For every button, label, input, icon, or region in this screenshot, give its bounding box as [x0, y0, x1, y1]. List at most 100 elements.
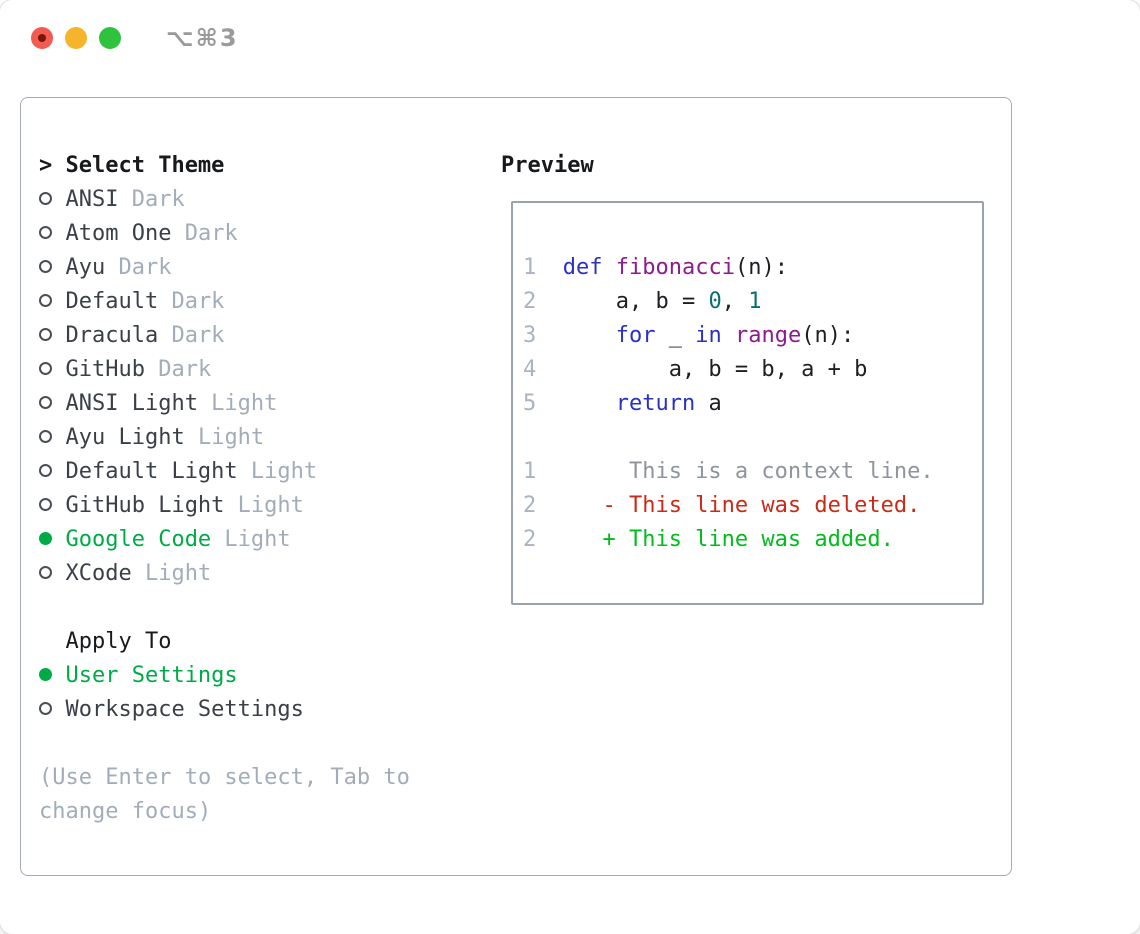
theme-option-ansi-variant: Dark	[118, 187, 185, 212]
code-segment-pln: a, b =	[562, 289, 709, 314]
titlebar: ⌥⌘3	[0, 0, 1140, 76]
theme-option-ayu[interactable]: Ayu Dark	[39, 251, 317, 285]
code-segment-pln: ,	[721, 289, 749, 314]
theme-option-ayu-light-label: Ayu Light	[65, 425, 185, 450]
theme-option-github-light-label: GitHub Light	[65, 493, 225, 518]
theme-option-dracula[interactable]: Dracula Dark	[39, 319, 317, 353]
theme-option-github-label: GitHub	[65, 357, 145, 382]
empty-circle-icon	[39, 498, 52, 511]
radio-icon	[39, 353, 65, 387]
code-segment-pln	[722, 323, 735, 348]
theme-option-xcode[interactable]: XCode Light	[39, 557, 317, 591]
code-segment-fn: range	[734, 323, 802, 348]
radio-icon	[39, 387, 65, 421]
filled-circle-icon	[39, 668, 52, 681]
empty-circle-icon	[39, 294, 52, 307]
blank-line	[523, 421, 982, 455]
code-line: 4 a, b = b, a + b	[523, 353, 982, 387]
line-number: 2	[523, 289, 537, 314]
select-theme-header: >Select Theme	[39, 149, 224, 183]
code-segment-kw: def	[562, 255, 603, 280]
apply-option-user-settings-label: User Settings	[65, 663, 238, 688]
empty-circle-icon	[39, 260, 52, 273]
apply-to-header: Apply To	[65, 629, 172, 654]
line-number: 5	[523, 391, 537, 416]
theme-option-default-variant: Dark	[158, 289, 225, 314]
theme-option-github[interactable]: GitHub Dark	[39, 353, 317, 387]
theme-option-google-code[interactable]: Google Code Light	[39, 523, 317, 557]
radio-icon	[39, 455, 65, 489]
radio-selected-icon	[39, 523, 65, 557]
close-button[interactable]	[31, 27, 53, 49]
prompt-caret-icon: >	[39, 153, 53, 178]
code-line: 2 a, b = 0, 1	[523, 285, 982, 319]
empty-circle-icon	[39, 396, 52, 409]
theme-option-dracula-variant: Dark	[158, 323, 225, 348]
apply-option-user-settings[interactable]: User Settings	[39, 659, 304, 693]
empty-circle-icon	[39, 328, 52, 341]
zoom-button[interactable]	[99, 27, 121, 49]
diff-line-deleted: 2 - This line was deleted.	[523, 489, 982, 523]
theme-option-ayu-label: Ayu	[65, 255, 106, 280]
empty-circle-icon	[39, 192, 52, 205]
code-segment-pln: a	[695, 391, 722, 416]
code-segment-kw: in	[695, 323, 722, 348]
empty-circle-icon	[39, 430, 52, 443]
apply-option-workspace-settings-label: Workspace Settings	[65, 697, 304, 722]
theme-option-ayu-light[interactable]: Ayu Light Light	[39, 421, 317, 455]
theme-option-default-light-label: Default Light	[65, 459, 238, 484]
radio-icon	[39, 183, 65, 217]
theme-option-ansi-light-variant: Light	[197, 391, 278, 416]
record-dot-icon	[38, 34, 46, 42]
code-segment-pln	[602, 255, 615, 280]
code-segment-ctx: This is a context line.	[562, 459, 934, 484]
theme-option-ayu-variant: Dark	[105, 255, 172, 280]
line-number: 1	[523, 255, 537, 280]
line-number: 2	[523, 493, 537, 518]
radio-icon	[39, 557, 65, 591]
minimize-button[interactable]	[65, 27, 87, 49]
theme-option-github-light[interactable]: GitHub Light Light	[39, 489, 317, 523]
theme-option-ansi[interactable]: ANSI Dark	[39, 183, 317, 217]
theme-option-github-variant: Dark	[144, 357, 212, 382]
code-segment-pln	[563, 391, 616, 416]
theme-option-ansi-light[interactable]: ANSI Light Light	[39, 387, 317, 421]
empty-circle-icon	[39, 226, 52, 239]
radio-icon	[39, 285, 65, 319]
diff-line-context: 1 This is a context line.	[523, 455, 982, 489]
window-title: ⌥⌘3	[166, 24, 239, 52]
theme-option-google-code-variant: Light	[211, 527, 291, 552]
theme-option-atom-one[interactable]: Atom One Dark	[39, 217, 317, 251]
preview-header: Preview	[501, 153, 594, 178]
line-number: 4	[523, 357, 537, 382]
empty-circle-icon	[39, 362, 52, 375]
code-segment-pln: (n):	[801, 323, 855, 348]
radio-icon	[39, 319, 65, 353]
radio-icon	[39, 489, 65, 523]
code-line: 5 return a	[523, 387, 982, 421]
line-number: 2	[523, 527, 537, 552]
theme-option-ayu-light-variant: Light	[184, 425, 265, 450]
apply-option-workspace-settings[interactable]: Workspace Settings	[39, 693, 304, 727]
theme-option-dracula-label: Dracula	[65, 323, 159, 348]
code-segment-del: - This line was deleted.	[562, 493, 921, 518]
theme-option-default-label: Default	[65, 289, 159, 314]
code-segment-pln: a, b = b, a + b	[562, 357, 868, 382]
empty-circle-icon	[39, 464, 52, 477]
theme-option-ansi-label: ANSI	[65, 187, 119, 212]
theme-option-github-light-variant: Light	[224, 493, 304, 518]
code-segment-kw: for	[615, 323, 656, 348]
theme-option-default-light[interactable]: Default Light Light	[39, 455, 317, 489]
help-text: (Use Enter to select, Tab to change focu…	[39, 765, 424, 824]
theme-option-atom-one-label: Atom One	[65, 221, 172, 246]
diff-line-added: 2 + This line was added.	[523, 523, 982, 557]
theme-option-default-light-variant: Light	[237, 459, 318, 484]
code-segment-pln	[563, 323, 616, 348]
theme-option-xcode-variant: Light	[131, 561, 212, 586]
theme-option-default[interactable]: Default Dark	[39, 285, 317, 319]
